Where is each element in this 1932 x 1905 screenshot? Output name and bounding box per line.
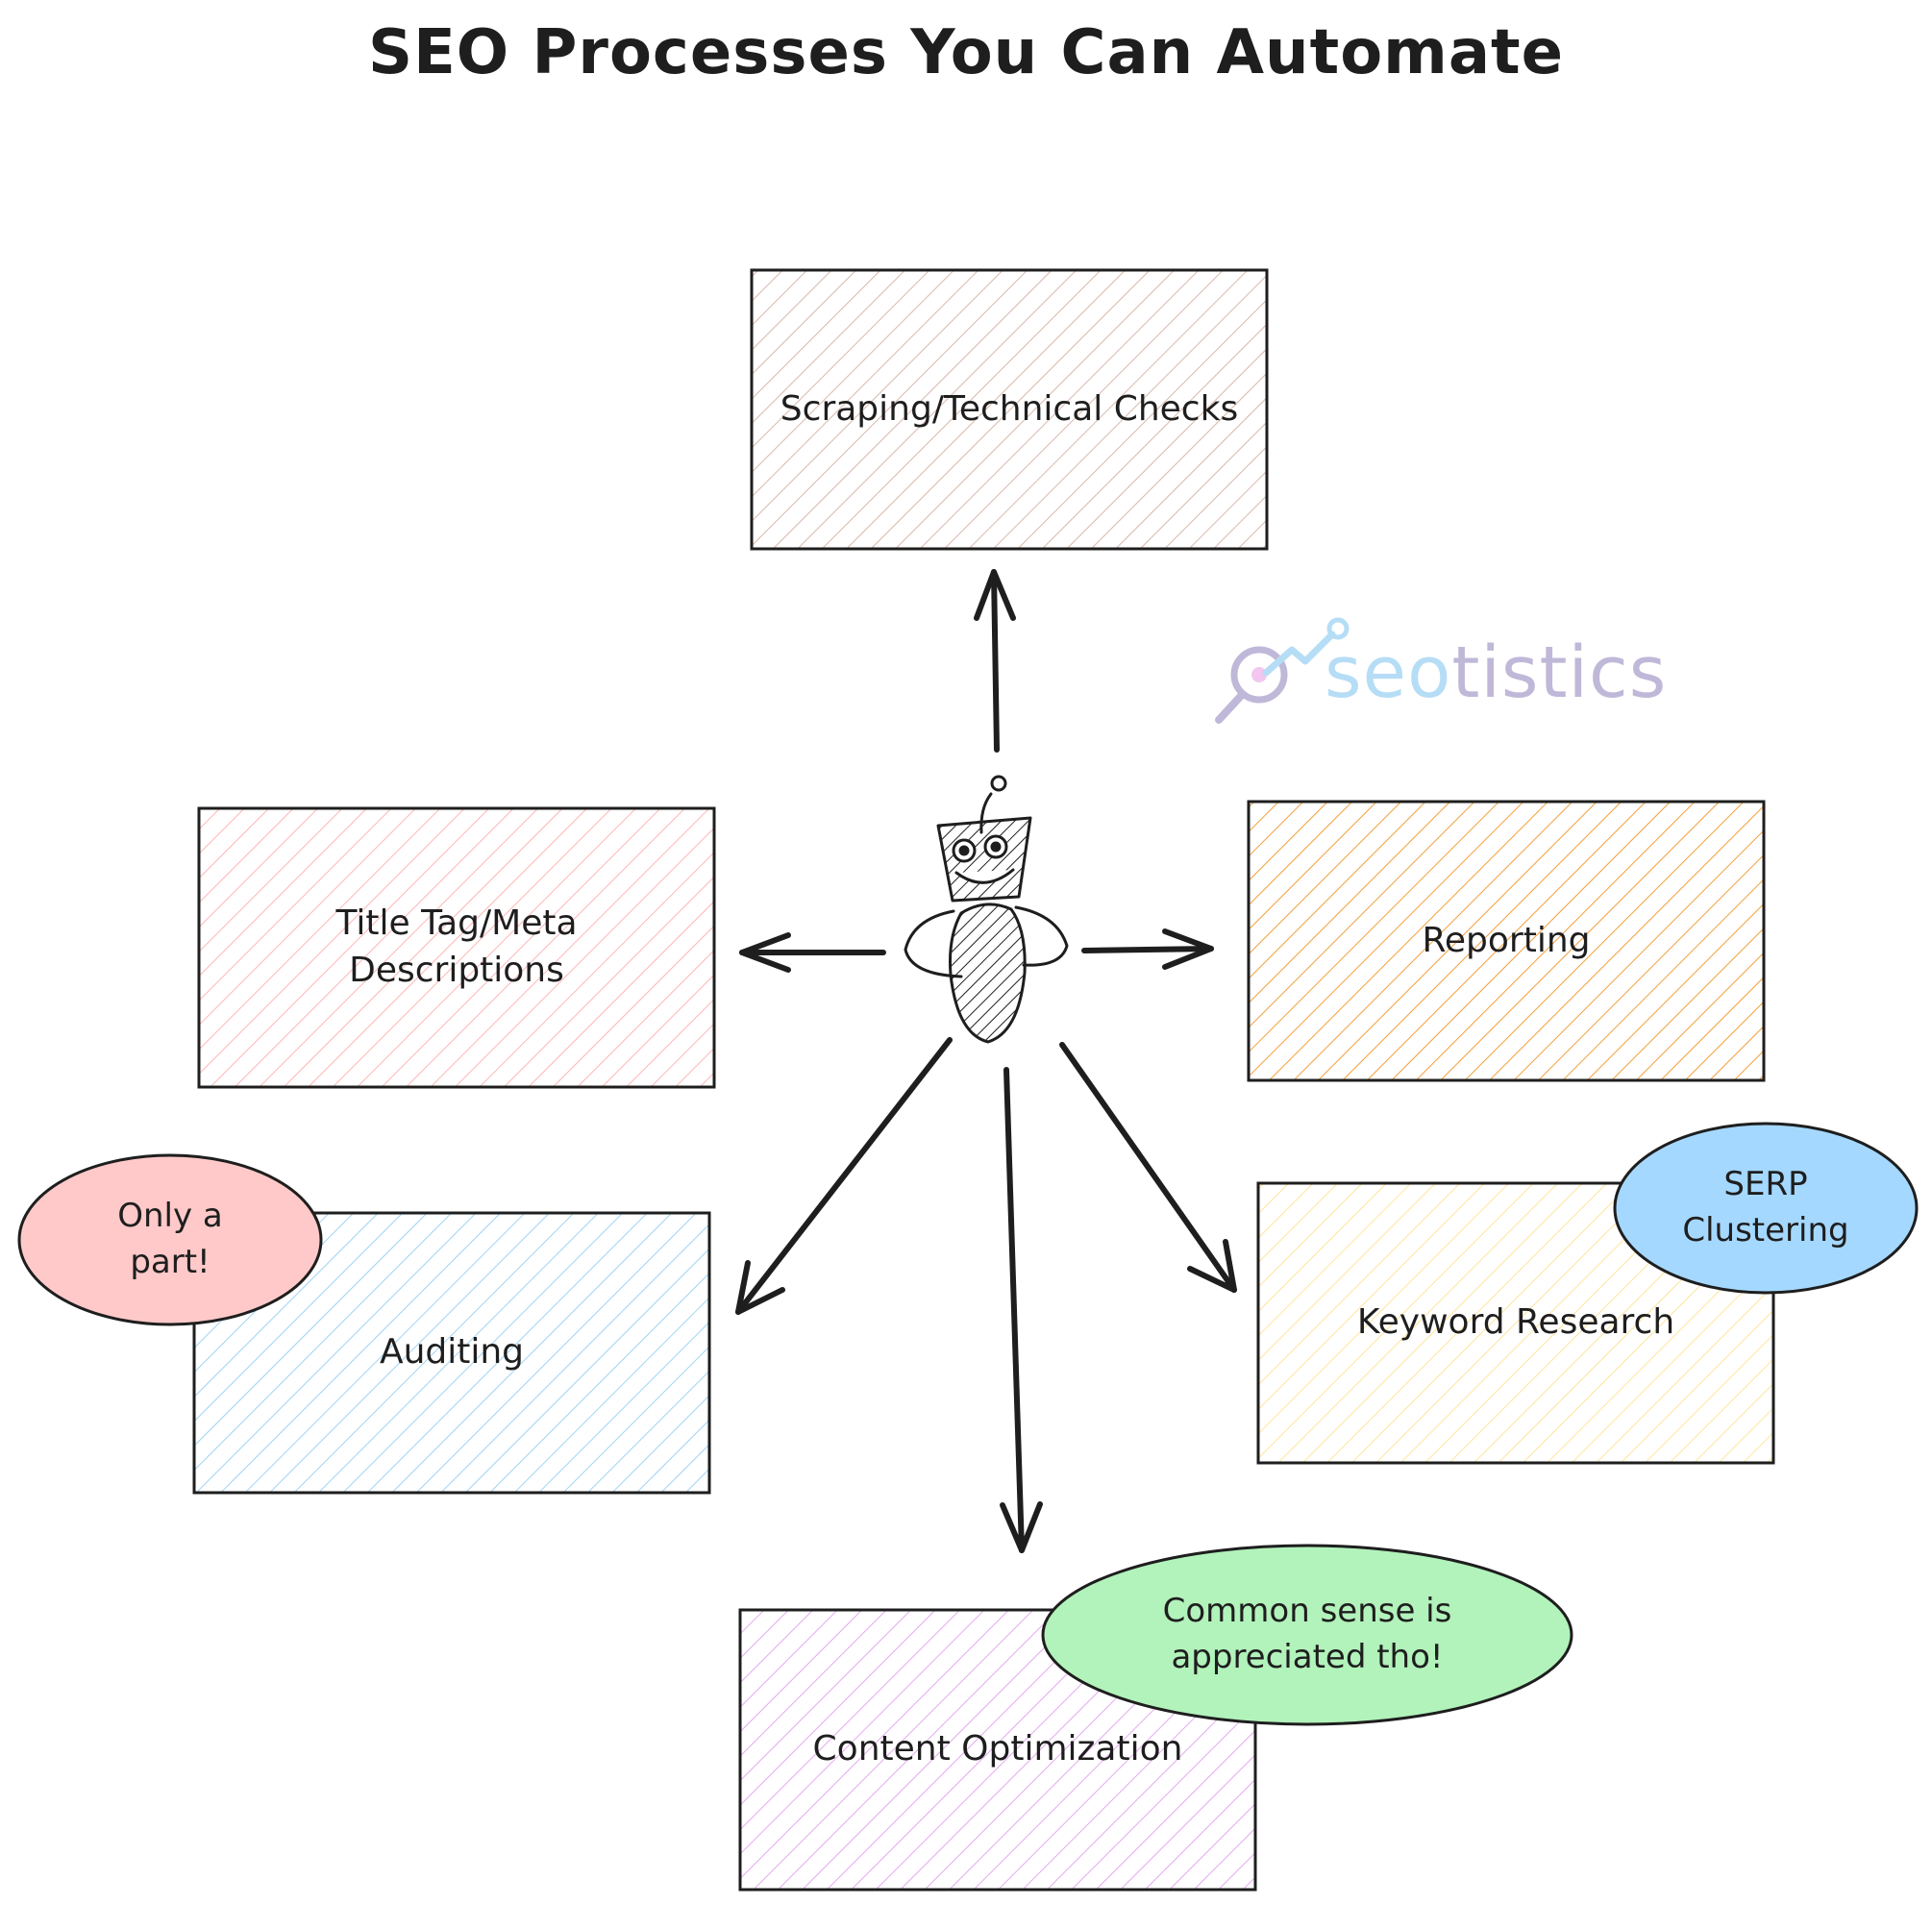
arrow-down <box>1000 1067 1043 1553</box>
arrow-right <box>1081 928 1214 970</box>
bubble-label-serp: SERP Clustering <box>1682 1165 1849 1249</box>
box-label-keyword: Keyword Research <box>1356 1302 1675 1343</box>
box-scraping <box>750 268 1269 551</box>
robot-icon <box>904 775 1069 1044</box>
arrow-down-right <box>1059 1042 1237 1293</box>
bubble-only-part <box>17 1153 323 1326</box>
box-label-reporting: Reporting <box>1422 920 1591 960</box>
brand-part-2: tistics <box>1451 631 1668 714</box>
magnifier-chart-icon <box>1215 617 1350 724</box>
arrow-up <box>974 569 1016 753</box>
brand-part-1: seo <box>1325 631 1452 714</box>
bubble-label-only-part: Only a part! <box>117 1197 223 1281</box>
arrow-down-left <box>735 1037 953 1315</box>
box-label-content: Content Optimization <box>812 1729 1183 1769</box>
page-title: SEO Processes You Can Automate <box>367 17 1565 88</box>
bubble-label-common-sense: Common sense is appreciated tho! <box>1162 1592 1452 1676</box>
box-label-scraping: Scraping/Technical Checks <box>780 388 1239 429</box>
arrow-left <box>739 932 886 973</box>
box-title-tag <box>197 806 716 1089</box>
bubble-common-sense <box>1041 1544 1573 1726</box>
box-reporting <box>1247 800 1766 1082</box>
box-label-auditing: Auditing <box>379 1332 525 1373</box>
box-label-title-tag: Title Tag/Meta Descriptions <box>335 903 578 990</box>
bubble-serp <box>1613 1122 1919 1295</box>
brand-wordmark: seotistics <box>1325 631 1667 714</box>
